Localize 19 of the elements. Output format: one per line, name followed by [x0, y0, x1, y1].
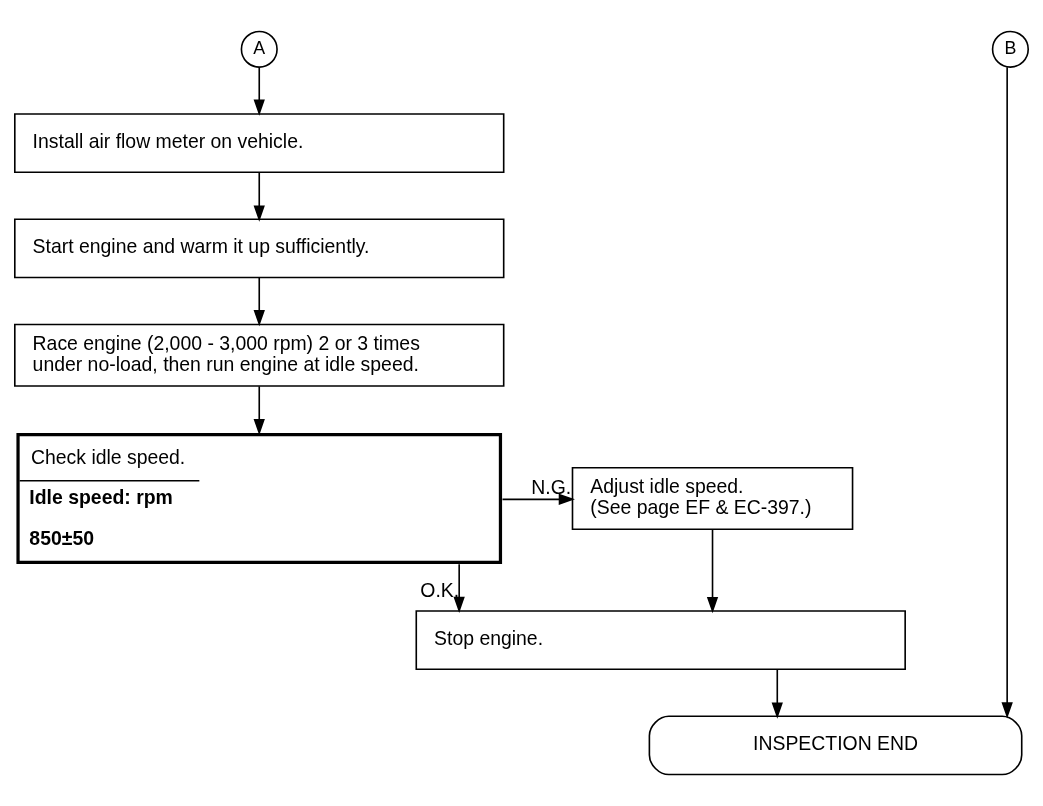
node-circle: A — [240, 30, 278, 68]
node-box: Start engine and warm it up sufficiently. — [14, 218, 505, 279]
node-box: Stop engine. — [415, 610, 906, 671]
node-box: Adjust idle speed. (See page EF & EC-397.) — [571, 466, 854, 531]
arrow — [771, 668, 783, 719]
edge-label: O.K. — [420, 578, 460, 601]
arrow — [706, 529, 719, 614]
node-box: INSPECTION END — [648, 715, 1023, 776]
arrow — [253, 276, 265, 327]
node-box: Install air flow meter on vehicle. — [14, 113, 505, 174]
arrow — [253, 171, 265, 222]
edge-label: N.G. — [531, 475, 572, 498]
node-circle: B — [991, 30, 1029, 68]
arrow — [453, 563, 465, 613]
arrow — [253, 66, 265, 116]
arrow — [1001, 66, 1013, 719]
node-box: Race engine (2,000 - 3,000 rpm) 2 or 3 times under no-load, then run engine at idle speed. — [14, 323, 505, 387]
arrow — [253, 385, 265, 436]
arrow — [501, 493, 575, 505]
